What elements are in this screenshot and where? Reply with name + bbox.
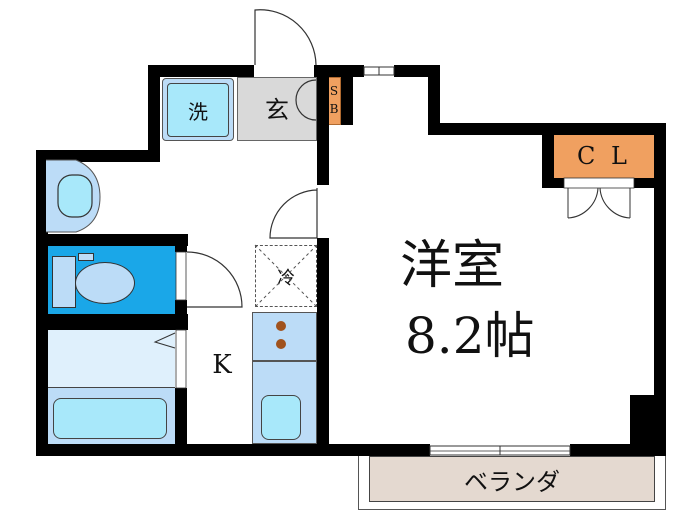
- wall: [341, 65, 353, 125]
- wall: [542, 123, 554, 188]
- wall: [36, 150, 48, 456]
- veranda-label: ベランダ: [464, 467, 560, 496]
- wall: [570, 444, 666, 456]
- wall: [148, 65, 254, 77]
- closet: [554, 133, 654, 178]
- burner-2: [276, 339, 286, 349]
- shoe-box-label-s: S: [329, 84, 339, 98]
- washer-label: 洗: [188, 99, 208, 124]
- wall: [630, 395, 660, 445]
- western-room-size: 8.2帖: [405, 307, 535, 365]
- wall: [36, 314, 188, 330]
- wall: [317, 238, 329, 456]
- toilet-tank: [52, 256, 76, 308]
- bathtub: [53, 398, 167, 439]
- veranda: [369, 456, 655, 502]
- wall: [175, 234, 187, 252]
- western-room-label: 洋室: [400, 235, 505, 296]
- wall: [175, 388, 187, 448]
- sink: [261, 395, 301, 440]
- shoe-box-label-b: B: [329, 102, 339, 116]
- entrance-label: 玄: [265, 95, 289, 124]
- wall: [36, 150, 160, 162]
- washer-basin: [167, 83, 229, 137]
- burner-1: [276, 321, 286, 331]
- closet-label: C L: [577, 141, 631, 170]
- wall: [428, 65, 440, 135]
- wall: [634, 178, 654, 188]
- wall: [175, 300, 187, 330]
- toilet-bowl: [75, 262, 135, 304]
- bath-dressing: [46, 330, 175, 388]
- wall: [542, 178, 564, 188]
- stove: [252, 312, 317, 361]
- kitchen-label: K: [212, 350, 232, 380]
- wall: [148, 65, 160, 153]
- fridge-label: 冷: [277, 268, 295, 289]
- wall: [317, 65, 329, 185]
- wall: [654, 123, 666, 449]
- entrance-area: [237, 77, 317, 141]
- fridge-space: [255, 245, 317, 307]
- wall: [36, 234, 188, 246]
- wall: [36, 444, 430, 456]
- toilet-tank-top: [78, 253, 94, 261]
